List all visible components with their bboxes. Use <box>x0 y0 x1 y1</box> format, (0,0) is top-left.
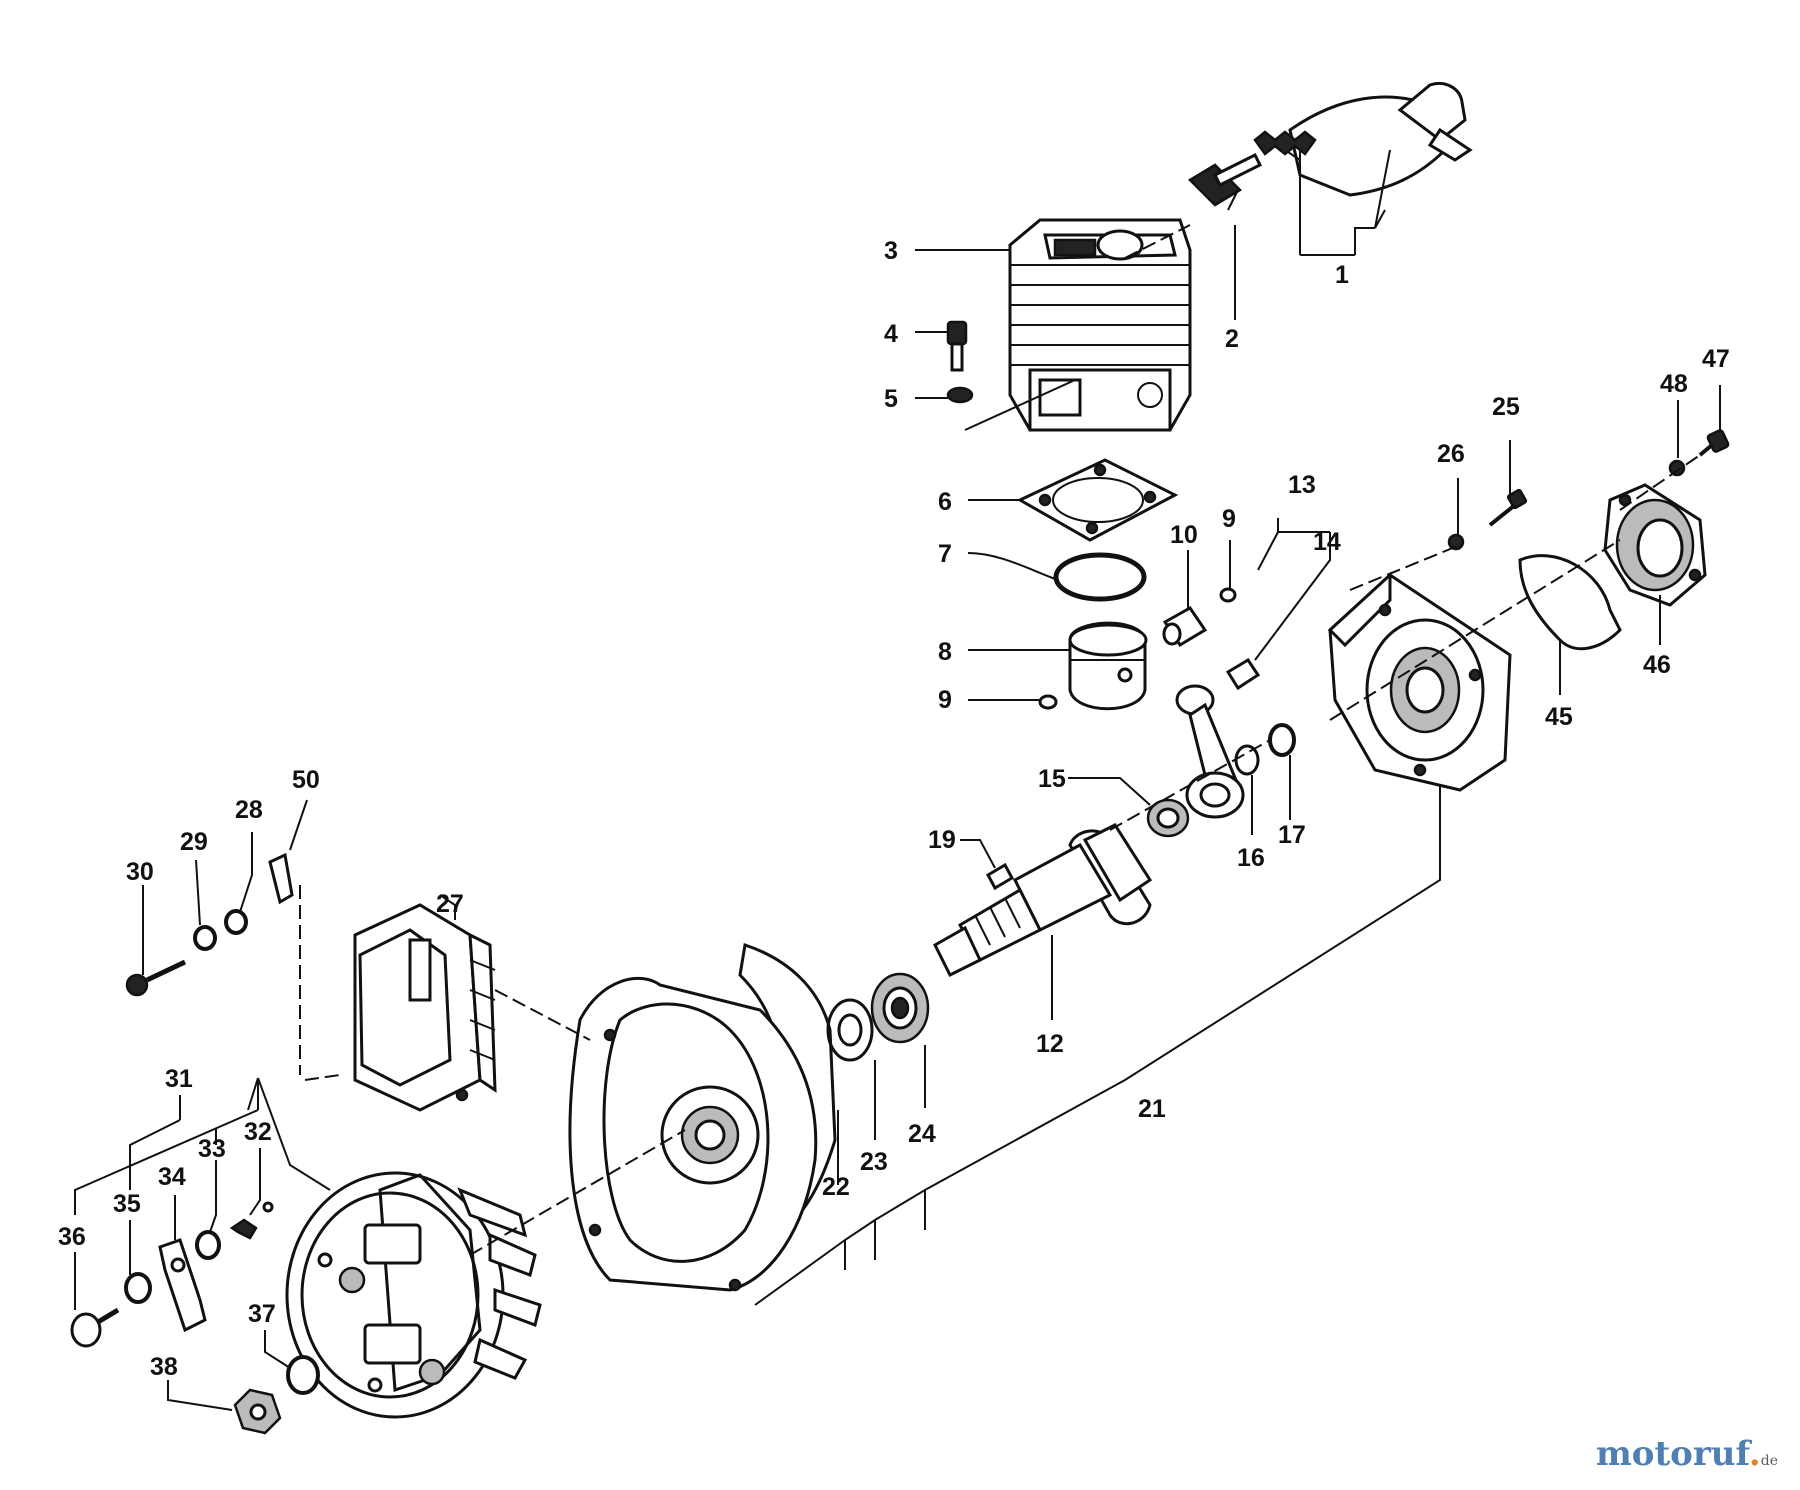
cylinder <box>1008 218 1192 432</box>
cylinder-gasket <box>1016 458 1179 542</box>
callout-37: 37 <box>248 1300 276 1328</box>
housing-gasket <box>1518 554 1622 651</box>
callout-3: 3 <box>884 237 898 265</box>
crankcase-front <box>568 976 818 1292</box>
connecting-rod <box>1175 684 1245 819</box>
piston-circlip-right <box>1219 587 1237 603</box>
watermark-name: motoruf <box>1595 1434 1749 1474</box>
callout-28: 28 <box>235 796 263 824</box>
callout-2: 2 <box>1225 325 1239 353</box>
cylinder-washer <box>946 386 974 404</box>
crankcase-bolt <box>1488 488 1528 527</box>
callout-25: 25 <box>1492 393 1520 421</box>
callout-48: 48 <box>1660 370 1688 398</box>
flywheel-nut <box>233 1388 282 1435</box>
coil-bolt <box>125 959 187 997</box>
callout-labels: 1 2 3 4 5 6 7 8 9 9 10 12 13 14 15 16 17… <box>58 237 1730 1381</box>
crank-needle-bearing <box>1146 798 1190 838</box>
callout-9-right: 9 <box>1222 505 1236 533</box>
pawl-shoulder-washer <box>124 1272 152 1304</box>
leader-lines <box>74 149 1721 1411</box>
callout-36: 36 <box>58 1223 86 1251</box>
spark-plug <box>1187 152 1263 211</box>
housing-washer <box>1668 459 1686 477</box>
callout-22: 22 <box>822 1173 850 1201</box>
callout-45: 45 <box>1545 703 1573 731</box>
callout-31: 31 <box>165 1065 193 1093</box>
site-watermark: motoruf.de <box>1596 1434 1778 1474</box>
housing-screw <box>1698 429 1730 457</box>
crank-seal <box>826 998 874 1062</box>
callout-5: 5 <box>884 385 898 413</box>
woodruff-key <box>985 862 1015 891</box>
callout-27: 27 <box>436 890 464 918</box>
callout-46: 46 <box>1643 651 1671 679</box>
callout-35: 35 <box>113 1190 141 1218</box>
piston-circlip-left <box>1038 694 1058 710</box>
callout-7: 7 <box>938 540 952 568</box>
watermark-tld: de <box>1760 1453 1778 1469</box>
assembly-dash-lines <box>299 224 1701 1256</box>
callout-24: 24 <box>908 1120 936 1148</box>
piston-pin <box>1162 606 1208 648</box>
callout-30: 30 <box>126 858 154 886</box>
callout-34: 34 <box>158 1163 186 1191</box>
crankshaft <box>933 823 1153 978</box>
flywheel-washer <box>286 1355 320 1395</box>
watermark-dot: . <box>1748 1434 1761 1474</box>
ground-clip <box>268 852 294 905</box>
pawl-shoulder-bolt <box>70 1307 120 1348</box>
ignition-coil <box>353 903 497 1112</box>
callout-26: 26 <box>1437 440 1465 468</box>
coil-lock-washer <box>193 925 217 951</box>
pawl-spring <box>229 1201 274 1240</box>
callout-4: 4 <box>884 320 898 348</box>
callout-21: 21 <box>1138 1095 1166 1123</box>
callout-33: 33 <box>198 1135 226 1163</box>
callout-10: 10 <box>1170 521 1198 549</box>
crank-circlip <box>1268 723 1296 757</box>
crank-ball-bearing <box>870 972 930 1044</box>
cylinder-screw <box>946 320 968 372</box>
callout-15: 15 <box>1038 765 1066 793</box>
callout-38: 38 <box>150 1353 178 1381</box>
pawl-washer <box>195 1230 221 1260</box>
callout-29: 29 <box>180 828 208 856</box>
callout-9-left: 9 <box>938 686 952 714</box>
callout-17: 17 <box>1278 821 1306 849</box>
callout-12: 12 <box>1036 1030 1064 1058</box>
coil-washer <box>224 909 248 935</box>
starter-pawl <box>158 1238 207 1333</box>
callout-32: 32 <box>244 1118 272 1146</box>
spark-plug-boot <box>1269 82 1473 197</box>
clutch-drum-housing <box>1603 483 1707 607</box>
crank-washer <box>1234 744 1260 776</box>
crankcase-nut <box>1447 533 1465 551</box>
small-end-bearing <box>1225 657 1261 691</box>
callout-47: 47 <box>1702 345 1730 373</box>
piston-ring <box>1053 552 1147 602</box>
spark-plug-spring <box>1253 130 1317 156</box>
callout-23: 23 <box>860 1148 888 1176</box>
callout-50: 50 <box>292 766 320 794</box>
callout-16: 16 <box>1237 844 1265 872</box>
callout-19: 19 <box>928 826 956 854</box>
crankcase-rear <box>1327 571 1512 792</box>
flywheel <box>285 1171 542 1419</box>
piston <box>1068 621 1148 711</box>
callout-1: 1 <box>1335 261 1349 289</box>
callout-14: 14 <box>1313 528 1341 556</box>
callout-13: 13 <box>1288 471 1316 499</box>
callout-6: 6 <box>938 488 952 516</box>
callout-8: 8 <box>938 638 952 666</box>
